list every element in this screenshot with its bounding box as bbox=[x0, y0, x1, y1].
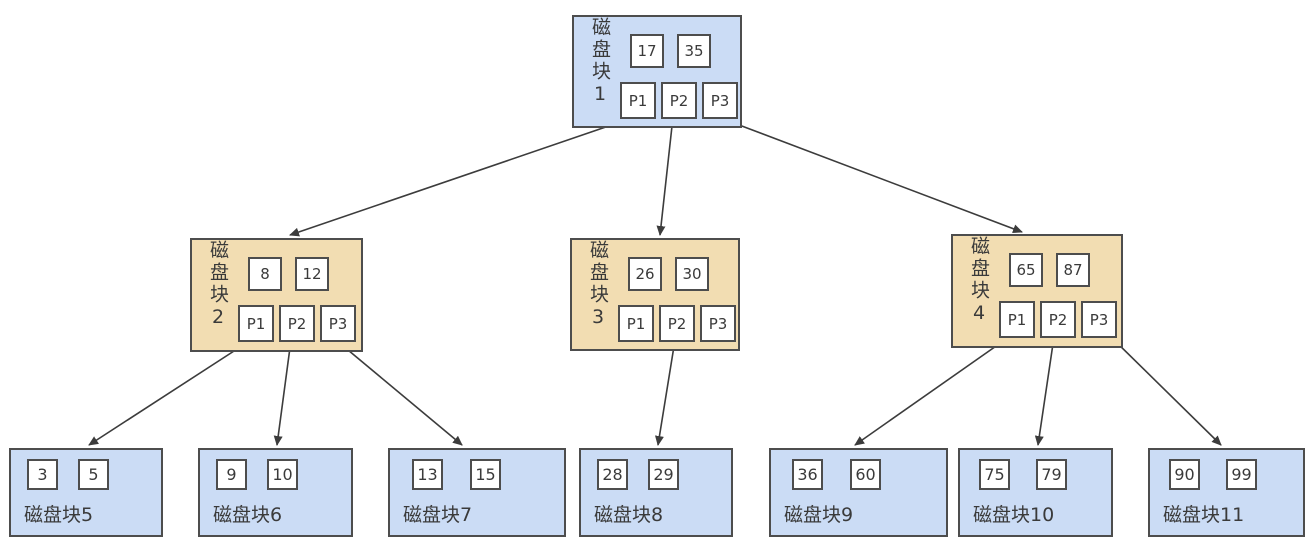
arrow-b4p1-to-b9 bbox=[854, 336, 1010, 446]
pointer-cell: P1 bbox=[999, 301, 1035, 338]
disk-block-4-label: 磁盘块4 bbox=[968, 236, 990, 327]
key-cell: 75 bbox=[979, 459, 1010, 490]
key-cell: 87 bbox=[1056, 253, 1090, 287]
disk-block-1-label: 磁盘块1 bbox=[589, 17, 611, 108]
key-cell: 99 bbox=[1226, 459, 1257, 490]
key-cell: 36 bbox=[792, 459, 823, 490]
disk-block-10: 75 79 磁盘块10 bbox=[958, 448, 1113, 537]
disk-block-6-label: 磁盘块6 bbox=[213, 504, 283, 526]
disk-block-5: 3 5 磁盘块5 bbox=[9, 448, 163, 537]
pointer-cell: P3 bbox=[700, 305, 736, 342]
disk-block-4: 磁盘块4 65 87 P1 P2 P3 bbox=[951, 234, 1123, 348]
disk-block-1: 磁盘块1 17 35 P1 P2 P3 bbox=[572, 15, 742, 128]
arrow-b1p1-to-b2 bbox=[289, 116, 636, 237]
disk-block-6: 9 10 磁盘块6 bbox=[198, 448, 353, 537]
disk-block-3: 磁盘块3 26 30 P1 P2 P3 bbox=[570, 238, 740, 351]
key-cell: 13 bbox=[412, 459, 443, 490]
disk-block-9-label: 磁盘块9 bbox=[784, 504, 854, 526]
arrow-b2p3-to-b7 bbox=[335, 339, 463, 446]
key-cell: 17 bbox=[630, 34, 664, 68]
arrow-b4p2-to-b10 bbox=[1034, 336, 1055, 446]
key-cell: 5 bbox=[78, 459, 109, 490]
key-cell: 3 bbox=[27, 459, 58, 490]
arrow-b3p2-to-b8 bbox=[654, 339, 676, 446]
disk-block-7-label: 磁盘块7 bbox=[403, 504, 473, 526]
disk-block-10-label: 磁盘块10 bbox=[973, 504, 1055, 526]
key-cell: 15 bbox=[470, 459, 501, 490]
key-cell: 10 bbox=[267, 459, 298, 490]
pointer-cell: P1 bbox=[618, 305, 654, 342]
key-cell: 90 bbox=[1169, 459, 1200, 490]
disk-block-11-label: 磁盘块11 bbox=[1163, 504, 1245, 526]
key-cell: 30 bbox=[675, 257, 709, 291]
disk-block-2: 磁盘块2 8 12 P1 P2 P3 bbox=[190, 238, 363, 352]
disk-block-8-label: 磁盘块8 bbox=[594, 504, 664, 526]
key-cell: 79 bbox=[1036, 459, 1067, 490]
pointer-cell: P2 bbox=[279, 305, 315, 342]
arrow-b2p1-to-b5 bbox=[88, 339, 252, 446]
disk-block-7: 13 15 磁盘块7 bbox=[388, 448, 566, 537]
disk-block-8: 28 29 磁盘块8 bbox=[579, 448, 733, 537]
disk-block-9: 36 60 磁盘块9 bbox=[769, 448, 948, 537]
pointer-cell: P3 bbox=[320, 305, 356, 342]
disk-block-11: 90 99 磁盘块11 bbox=[1148, 448, 1305, 537]
key-cell: 60 bbox=[850, 459, 881, 490]
key-cell: 29 bbox=[648, 459, 679, 490]
pointer-cell: P2 bbox=[1040, 301, 1076, 338]
arrow-b2p2-to-b6 bbox=[273, 339, 292, 446]
pointer-cell: P2 bbox=[659, 305, 695, 342]
arrow-b1p3-to-b4 bbox=[717, 116, 1023, 234]
key-cell: 8 bbox=[248, 257, 282, 291]
key-cell: 65 bbox=[1009, 253, 1043, 287]
pointer-cell: P3 bbox=[702, 82, 738, 119]
key-cell: 35 bbox=[677, 34, 711, 68]
key-cell: 9 bbox=[216, 459, 247, 490]
key-cell: 28 bbox=[597, 459, 628, 490]
arrow-b1p2-to-b3 bbox=[656, 116, 674, 236]
key-cell: 26 bbox=[628, 257, 662, 291]
pointer-cell: P3 bbox=[1081, 301, 1117, 338]
key-cell: 12 bbox=[295, 257, 329, 291]
disk-block-5-label: 磁盘块5 bbox=[24, 504, 94, 526]
disk-block-3-label: 磁盘块3 bbox=[587, 240, 609, 331]
pointer-cell: P2 bbox=[661, 82, 697, 119]
pointer-cell: P1 bbox=[620, 82, 656, 119]
disk-block-2-label: 磁盘块2 bbox=[207, 240, 229, 331]
arrow-b4p3-to-b11 bbox=[1109, 335, 1222, 446]
pointer-cell: P1 bbox=[238, 305, 274, 342]
